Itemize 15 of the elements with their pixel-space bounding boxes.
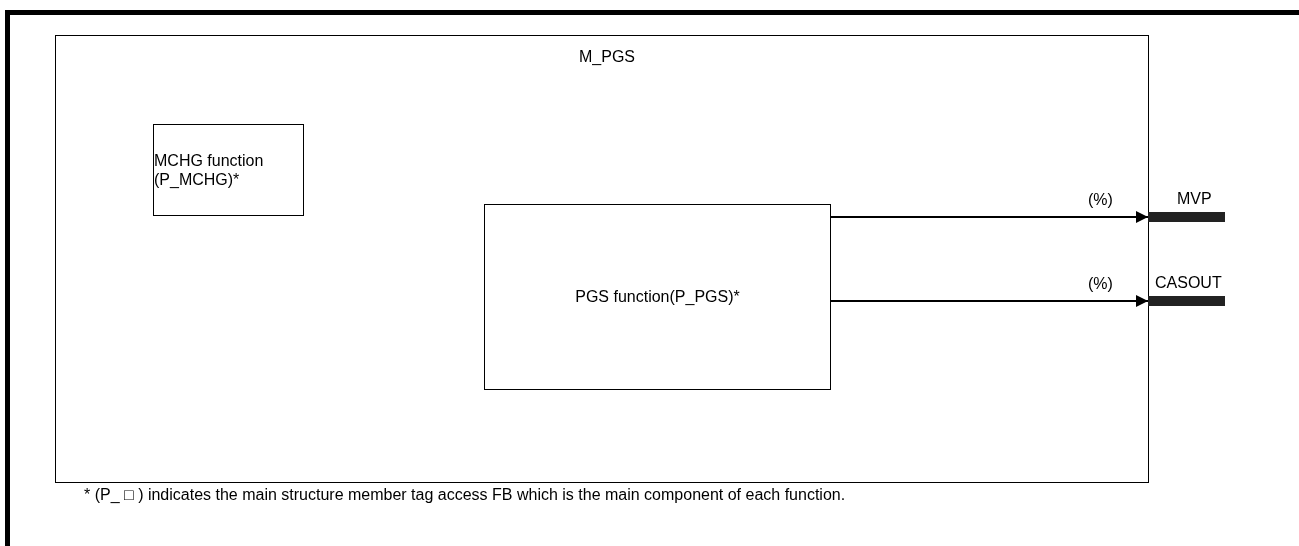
signal-label: CASOUT: [1155, 274, 1222, 292]
output-terminal-bar: [1148, 296, 1225, 306]
edge-label: (%): [1088, 191, 1113, 209]
function-label: MCHG function (P_MCHG)*: [154, 150, 265, 190]
output-terminal-bar: [1148, 212, 1225, 222]
signal-arrow: [830, 211, 1149, 223]
block-frame: [55, 35, 1149, 483]
edge-label: (%): [1088, 275, 1113, 293]
signal-arrow: [830, 295, 1149, 307]
block-title: M_PGS: [579, 48, 635, 66]
function-box: [153, 124, 304, 216]
signal-label: MVP: [1177, 190, 1212, 208]
footnote: * (P_ □ ) indicates the main structure member tag access FB which is the main component of each function.: [84, 486, 846, 504]
function-box: [484, 204, 831, 390]
function-label: PGS function(P_PGS)*: [575, 287, 740, 307]
